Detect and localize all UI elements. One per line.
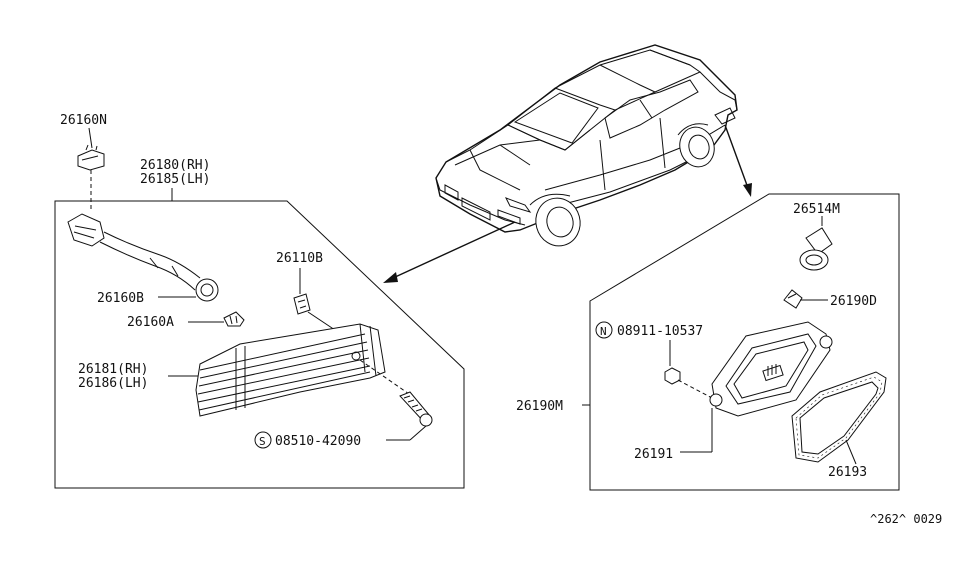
label-26180-rh: 26180(RH) bbox=[140, 158, 210, 173]
label-26514m: 26514M bbox=[793, 202, 840, 217]
screw-icon bbox=[399, 391, 433, 441]
label-nut-code: 08911-10537 bbox=[617, 324, 703, 339]
clip-26110b-icon bbox=[293, 293, 336, 331]
lamp-housing-icon bbox=[709, 321, 833, 452]
right-lamp-group: 26514M 26190D N 08911-10537 26190M 26191… bbox=[516, 193, 900, 491]
bulb-26160a-icon bbox=[223, 311, 245, 327]
label-26190d: 26190D bbox=[830, 294, 877, 309]
label-26190m: 26190M bbox=[516, 399, 563, 414]
label-26160a: 26160A bbox=[127, 315, 174, 330]
bulb-26190d-icon bbox=[783, 289, 828, 309]
nut-icon bbox=[664, 340, 713, 399]
right-group-frame bbox=[589, 193, 900, 491]
harness-socket-icon bbox=[67, 213, 219, 302]
label-26191: 26191 bbox=[634, 447, 673, 462]
label-26193: 26193 bbox=[828, 465, 867, 480]
label-26181-rh: 26181(RH) bbox=[78, 362, 148, 377]
tail-lamp-lens-icon bbox=[195, 323, 413, 417]
label-26160n: 26160N bbox=[60, 113, 107, 128]
label-26185-lh: 26185(LH) bbox=[140, 172, 210, 187]
connector-26160n-icon bbox=[77, 144, 105, 210]
label-26186-lh: 26186(LH) bbox=[78, 376, 148, 391]
left-lamp-group: 26160N 26180(RH) 26185(LH) 26110B 26160B… bbox=[54, 113, 465, 489]
nut-symbol: N bbox=[600, 325, 607, 338]
diagram-code: ^262^ 0029 bbox=[870, 512, 942, 526]
pointer-arrows bbox=[383, 124, 752, 283]
label-26110b: 26110B bbox=[276, 251, 323, 266]
label-26160b: 26160B bbox=[97, 291, 144, 306]
socket-26514m-icon bbox=[799, 216, 833, 271]
left-group-frame bbox=[54, 200, 465, 489]
gasket-icon bbox=[791, 371, 887, 465]
car-illustration bbox=[435, 44, 738, 247]
screw-symbol: S bbox=[259, 435, 266, 448]
label-screw-code: 08510-42090 bbox=[275, 434, 361, 449]
